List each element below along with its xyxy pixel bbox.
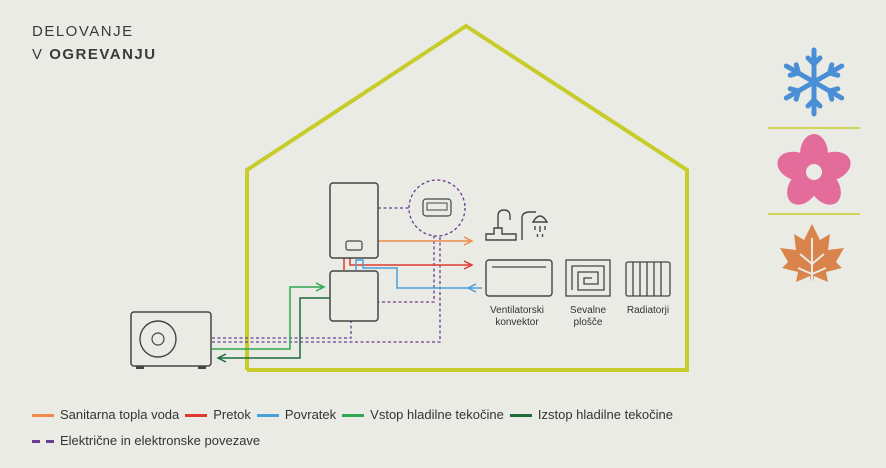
title-line-2: V OGREVANJU	[32, 43, 157, 66]
title-bold: OGREVANJU	[49, 46, 157, 63]
refrigerant-in-line	[212, 282, 326, 350]
legend-swatch	[256, 413, 279, 417]
legend-label: Pretok	[213, 407, 251, 422]
legend-swatch	[509, 413, 532, 417]
heating-diagram: Ventilatorski konvektor Sevalne plošče R…	[130, 23, 860, 372]
label-radiators: Radiatorji	[627, 305, 669, 316]
maple-leaf-icon	[780, 224, 844, 292]
indoor-unit-lower	[329, 270, 379, 322]
legend-item-flow: Pretok	[185, 402, 251, 428]
legend-item-refrigerant-out: Izstop hladilne tekočine	[509, 402, 674, 428]
label-radiant-1: Sevalne	[570, 305, 607, 316]
legend-row-1: Sanitarna topla voda Pretok Povratek Vst…	[32, 402, 679, 428]
return-line	[355, 259, 482, 293]
shower-icon	[521, 211, 549, 240]
page-title: DELOVANJE V OGREVANJU	[32, 20, 157, 66]
legend-label: Povratek	[284, 407, 337, 422]
legend-item-return: Povratek	[256, 402, 337, 428]
legend-label: Vstop hladilne tekočine	[370, 407, 504, 422]
indoor-unit-upper	[329, 182, 379, 259]
legend-row-2: Električne in elektronske povezave	[32, 428, 679, 454]
snowflake-icon	[783, 47, 845, 117]
legend-label: Izstop hladilne tekočine	[537, 407, 674, 422]
radiator-icon	[625, 261, 671, 297]
label-fan-1: Ventilatorski	[490, 305, 544, 316]
electrical-connections	[212, 207, 441, 343]
legend-item-refrigerant-in: Vstop hladilne tekočine	[342, 402, 504, 428]
legend: Sanitarna topla voda Pretok Povratek Vst…	[32, 402, 679, 454]
legend-swatch	[185, 413, 208, 417]
fan-convector-icon	[485, 259, 553, 297]
legend-swatch	[342, 413, 365, 417]
flow-line	[343, 258, 474, 270]
legend-swatch	[32, 439, 54, 443]
thermostat-icon	[408, 179, 466, 237]
dhw-line	[378, 236, 474, 246]
title-line-1: DELOVANJE	[32, 23, 134, 40]
outdoor-unit	[130, 311, 212, 369]
legend-item-electrical: Električne in elektronske povezave	[32, 428, 260, 454]
label-radiant-2: plošče	[574, 317, 603, 328]
title-prefix: V	[32, 46, 50, 63]
tap-icon	[485, 209, 517, 241]
legend-item-dhw: Sanitarna topla voda	[32, 402, 179, 428]
house-outline	[245, 23, 689, 372]
flower-icon	[777, 134, 851, 205]
legend-label: Sanitarna topla voda	[60, 407, 180, 422]
radiant-panel-icon	[565, 259, 611, 297]
label-fan-2: konvektor	[495, 317, 539, 328]
legend-label: Električne in elektronske povezave	[60, 433, 261, 448]
legend-swatch	[32, 413, 54, 417]
refrigerant-out-line	[216, 297, 330, 363]
